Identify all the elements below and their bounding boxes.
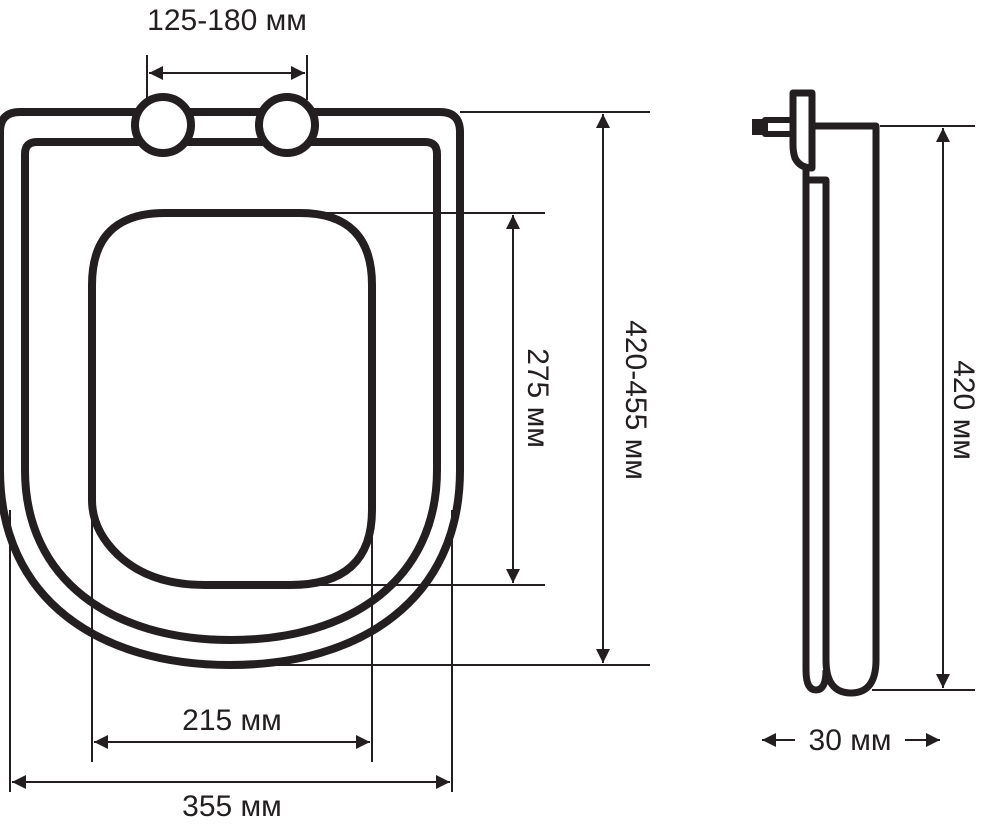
side-view: 420 мм 30 мм (752, 89, 980, 757)
hinge-spacing-label: 125-180 мм (147, 4, 307, 37)
side-length-label: 420 мм (947, 360, 980, 460)
lid-side-profile (802, 176, 830, 694)
hinge-spacing-dimension: 125-180 мм (146, 4, 308, 100)
length-label: 420-455 мм (619, 320, 652, 480)
hinge-bolt (762, 117, 796, 137)
lid-outline (21, 138, 441, 644)
overall-width-label: 355 мм (182, 790, 282, 823)
thickness-label: 30 мм (809, 724, 892, 757)
hinge-left (131, 93, 195, 157)
opening-width-dimension: 215 мм (91, 500, 373, 762)
overall-width-dimension: 355 мм (9, 510, 453, 823)
bolt-nut (752, 119, 764, 135)
opening-width-label: 215 мм (182, 704, 282, 737)
opening-length-dimension: 275 мм (260, 212, 554, 586)
seat-opening (88, 209, 376, 589)
front-view: 125-180 мм 420-455 мм 275 мм 215 мм (0, 4, 652, 823)
side-length-dimension: 420 мм (872, 125, 980, 691)
length-dimension: 420-455 мм (230, 111, 652, 666)
hinge-right (255, 93, 319, 157)
opening-length-label: 275 мм (521, 348, 554, 448)
thickness-dimension: 30 мм (762, 724, 940, 757)
seat-side-profile (802, 122, 880, 697)
hinge-bracket (789, 89, 816, 172)
